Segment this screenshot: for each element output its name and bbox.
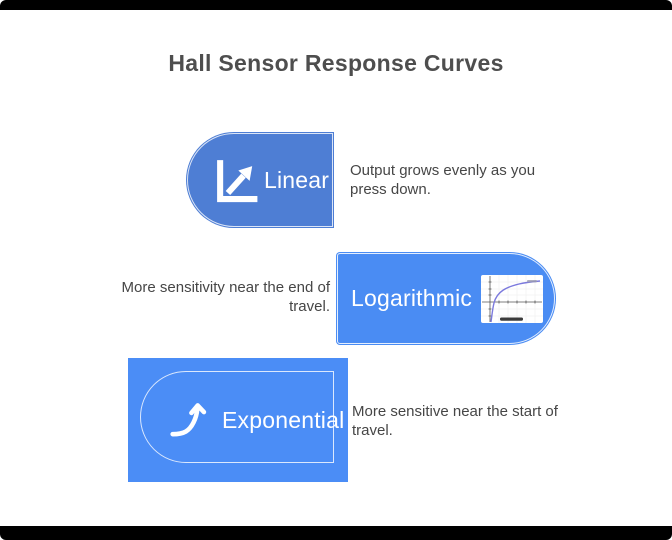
card-linear-label: Linear — [264, 166, 330, 193]
page-title: Hall Sensor Response Curves — [168, 50, 504, 76]
card-exponential-label: Exponential — [222, 406, 345, 433]
card-linear: Linear — [186, 132, 334, 228]
card-logarithmic: Logarithmic — [336, 252, 556, 345]
linear-axes-arrow-icon — [217, 160, 258, 203]
bottom-frame-bar — [0, 526, 672, 540]
card-exponential: Exponential — [128, 358, 348, 482]
card-logarithmic-label: Logarithmic — [351, 285, 473, 311]
top-frame-bar — [0, 0, 672, 10]
exponential-curve-arrow-icon — [170, 403, 207, 437]
thumbnail-bottom-bar — [500, 317, 524, 321]
card-linear-description: Output grows evenly as you press down. — [350, 162, 536, 198]
card-exponential-description: More sensitive near the start of travel. — [352, 403, 558, 439]
curve-label-mark — [527, 279, 538, 282]
logarithmic-curve-thumbnail-icon — [481, 274, 544, 323]
card-logarithmic-description: More sensitivity near the end of travel. — [121, 279, 330, 315]
